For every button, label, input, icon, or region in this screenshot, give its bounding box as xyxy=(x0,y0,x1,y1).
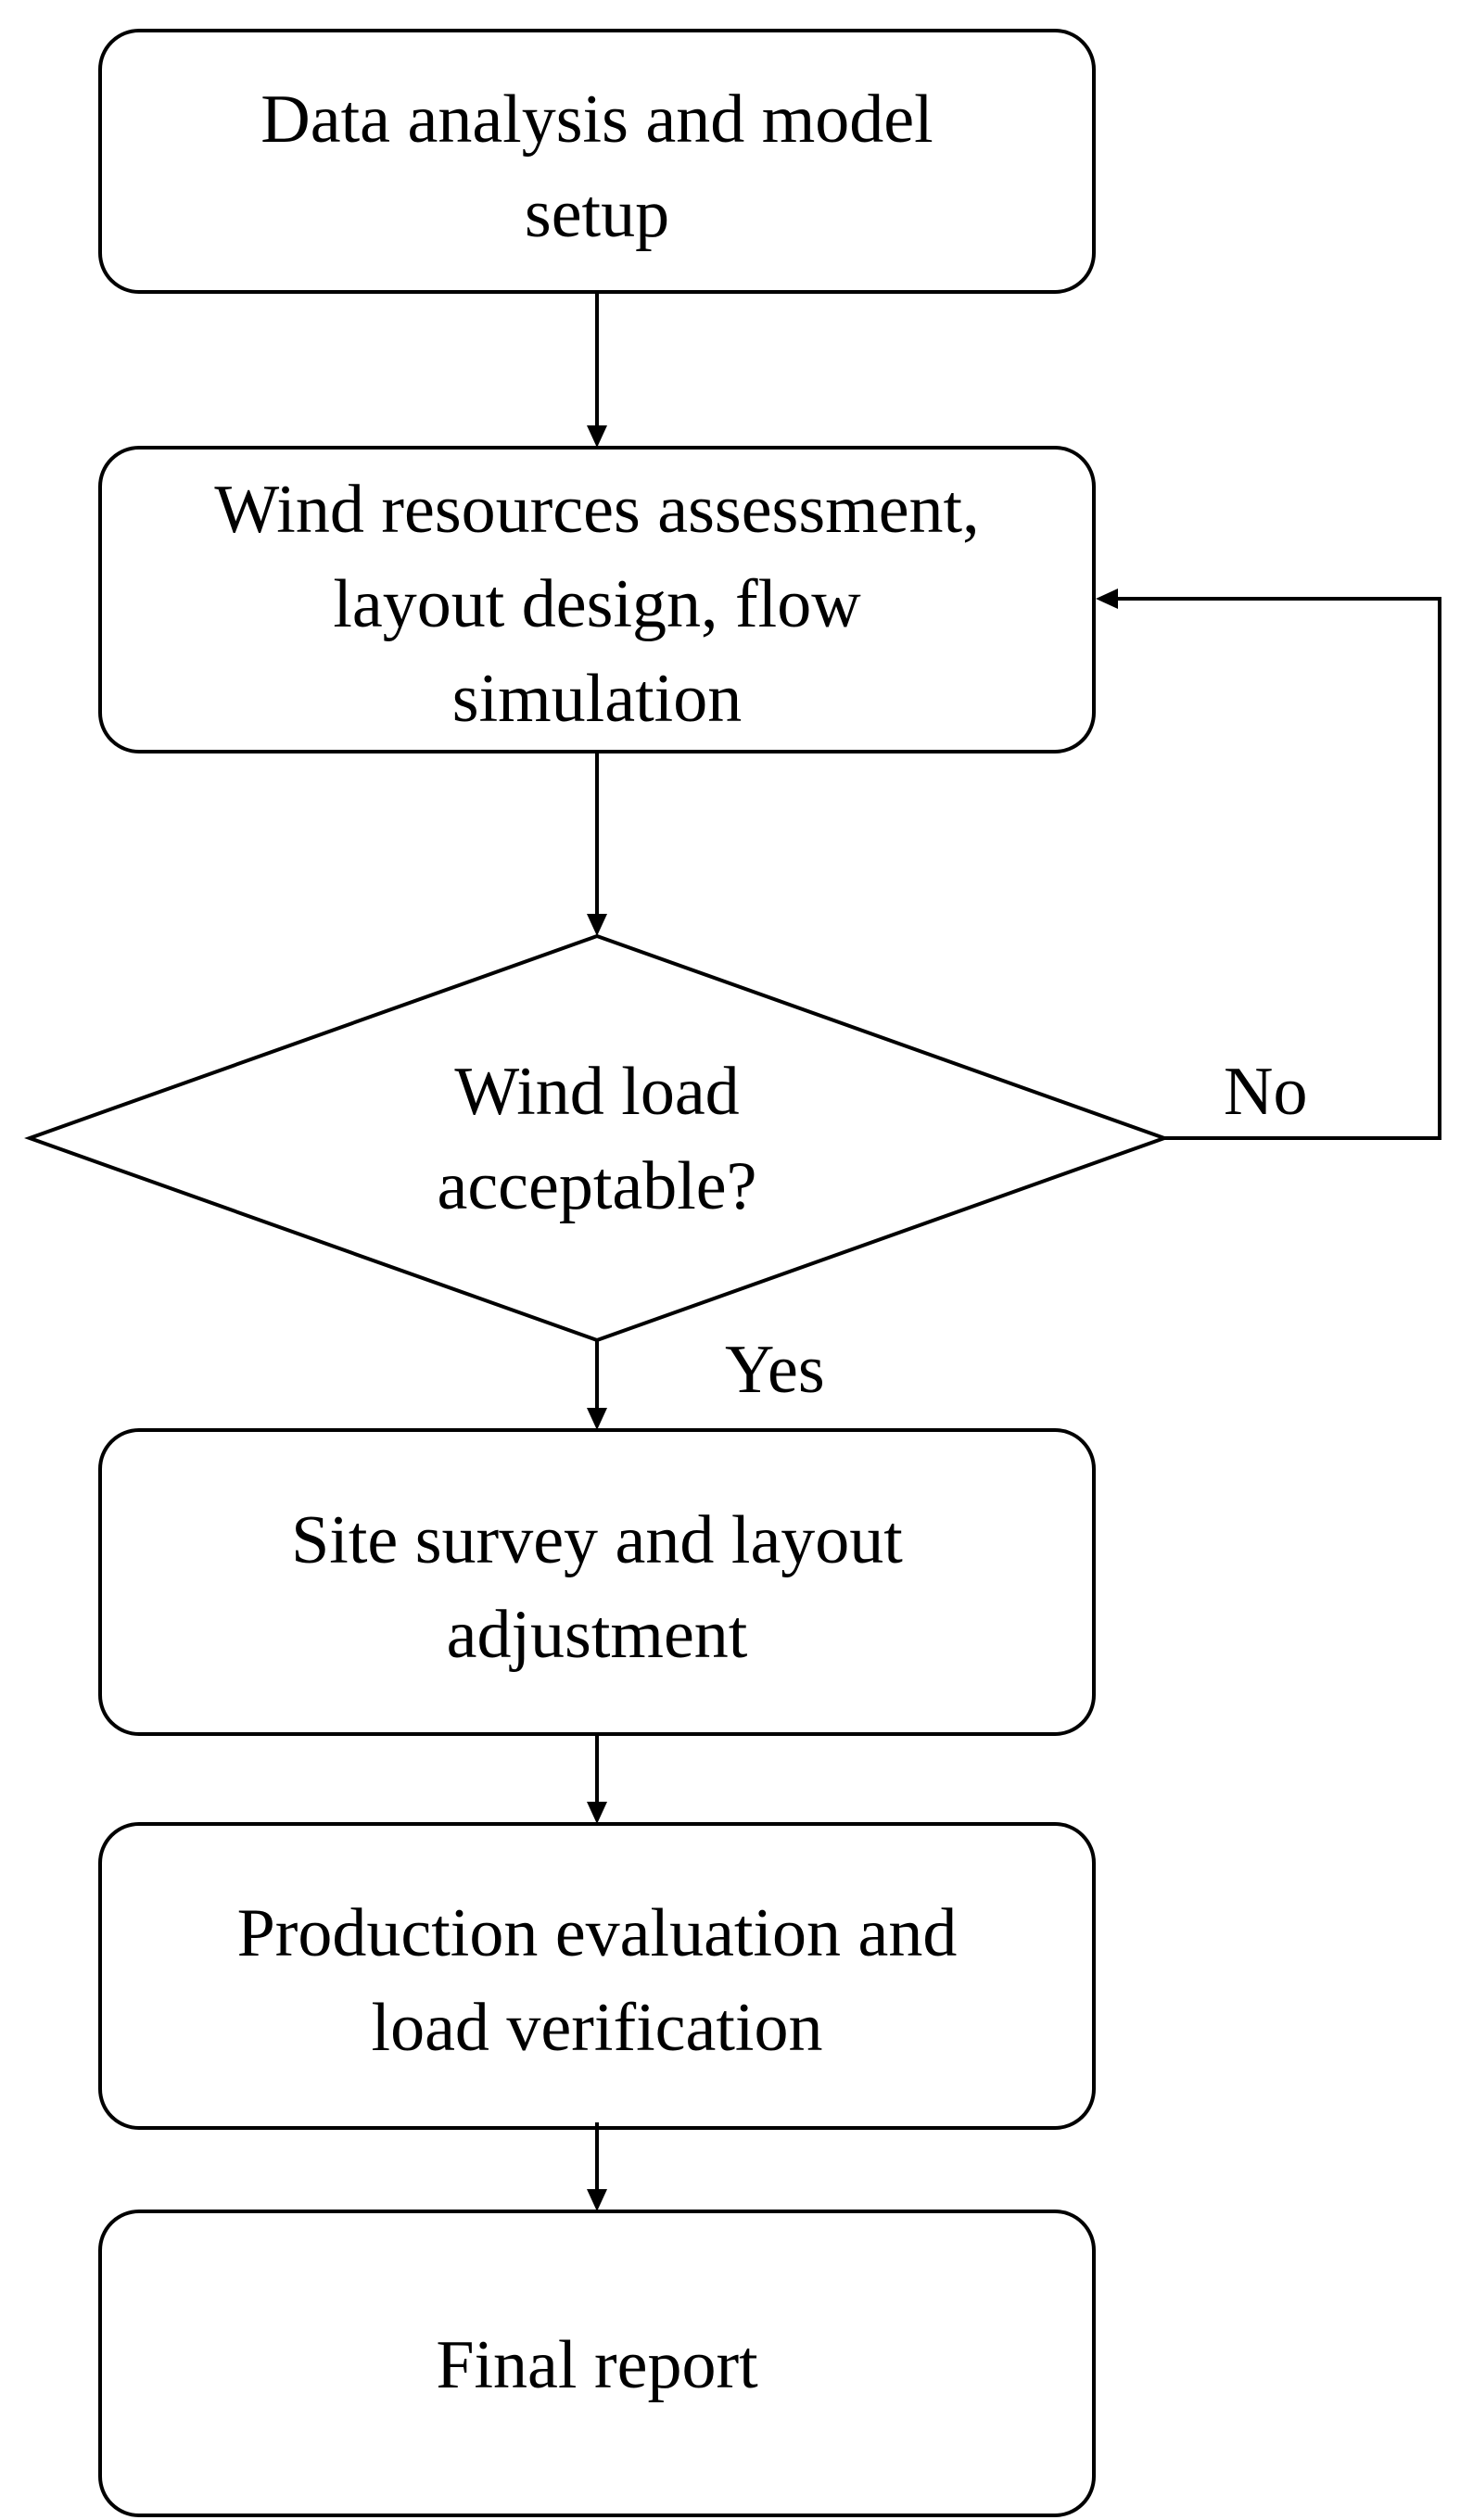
edge-label-yes: Yes xyxy=(725,1332,825,1408)
process-box xyxy=(98,1822,1096,2130)
edge-data-to-wind xyxy=(587,292,607,448)
node-data-analysis: Data analysis and model setup xyxy=(98,29,1096,294)
node-label-line: Wind load xyxy=(454,1054,739,1130)
node-label-line: Data analysis and model xyxy=(260,82,933,158)
node-label-line: Site survey and layout xyxy=(291,1502,903,1578)
node-final-report: Final report xyxy=(98,2210,1096,2517)
edge-production-to-report xyxy=(587,2122,607,2211)
edge-survey-to-production xyxy=(587,1734,607,1824)
node-production-evaluation: Production evaluation and load verificat… xyxy=(98,1822,1096,2130)
edge-no-loop: No xyxy=(1096,589,1441,1140)
edge-wind-to-decision xyxy=(587,752,607,936)
connector-line xyxy=(1116,597,1441,1140)
node-label-line: acceptable? xyxy=(437,1148,756,1224)
node-label-line: Wind resources assessment, xyxy=(214,472,979,548)
process-box xyxy=(98,29,1096,294)
node-label-line: setup xyxy=(525,176,669,252)
node-wind-load-check: Wind load acceptable? xyxy=(24,933,1170,1343)
arrow-left-icon xyxy=(1096,589,1118,609)
node-site-survey: Site survey and layout adjustment xyxy=(98,1428,1096,1736)
node-label-line: Final report xyxy=(436,2327,758,2403)
process-box xyxy=(98,1428,1096,1736)
node-label-line: adjustment xyxy=(447,1597,748,1673)
node-wind-resources: Wind resources assessment, layout design… xyxy=(98,446,1096,753)
arrow-down-icon xyxy=(587,425,607,448)
node-label-line: load verification xyxy=(372,1990,823,2066)
node-label-line: layout design, flow xyxy=(333,566,861,642)
arrow-down-icon xyxy=(587,1802,607,1824)
arrow-down-icon xyxy=(587,1408,607,1430)
arrow-down-icon xyxy=(587,2189,607,2211)
edge-yes: Yes xyxy=(587,1332,825,1430)
arrow-down-icon xyxy=(587,914,607,936)
node-label-line: Production evaluation and xyxy=(237,1895,958,1971)
node-label-line: simulation xyxy=(452,661,742,737)
decision-diamond xyxy=(24,933,1170,1343)
edge-label-no: No xyxy=(1224,1054,1307,1130)
